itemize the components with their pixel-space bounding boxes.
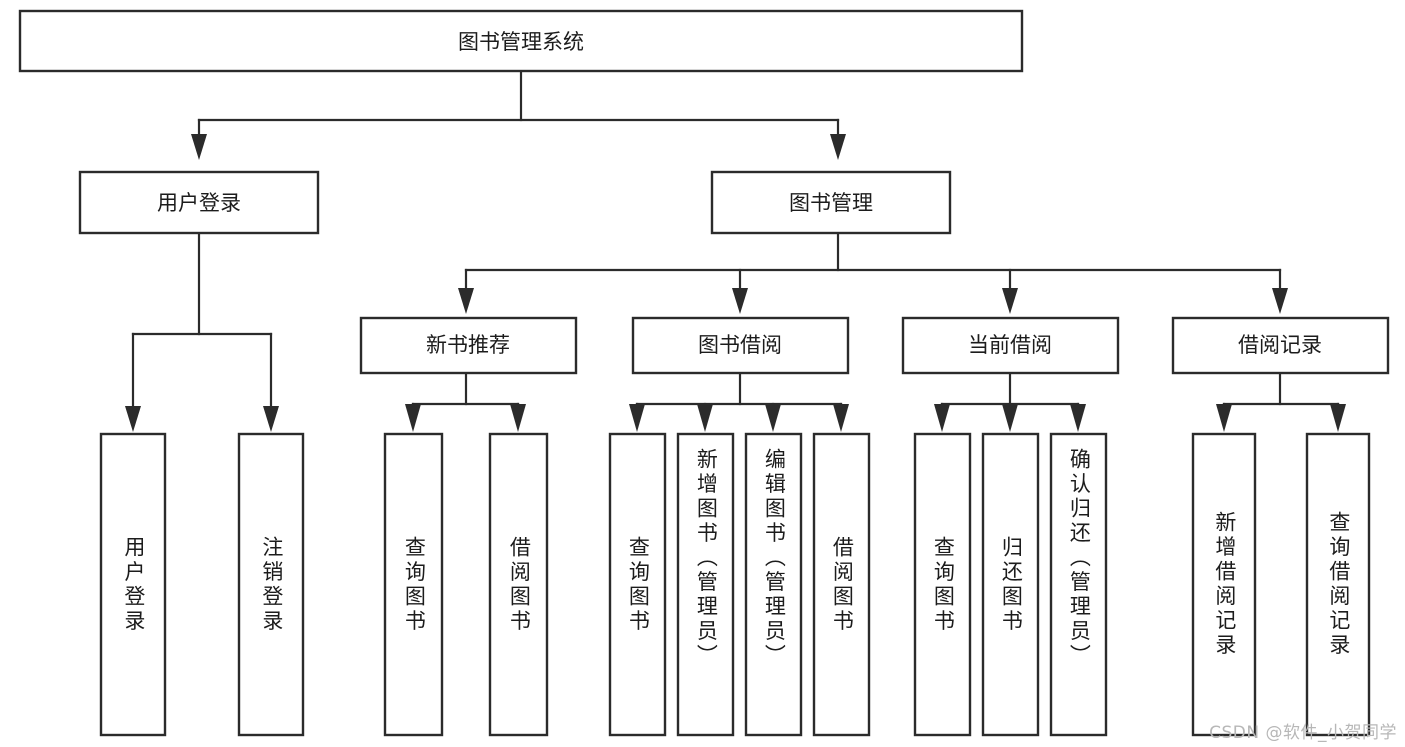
node-leaf-add-record-box[interactable] bbox=[1191, 432, 1257, 737]
leaf-boxes bbox=[99, 432, 1371, 737]
connector-group-book-manage bbox=[458, 231, 1288, 314]
node-book-borrow-box[interactable] bbox=[631, 316, 850, 375]
arrow-head-br-leaf-2 bbox=[1330, 404, 1346, 432]
node-leaf-confirm-return-box[interactable] bbox=[1049, 432, 1108, 737]
node-leaf-user-login-box[interactable] bbox=[99, 432, 167, 737]
node-book-borrow[interactable]: 图书借阅 bbox=[631, 316, 850, 375]
node-current-borrow-box[interactable] bbox=[901, 316, 1120, 375]
node-current-borrow[interactable]: 当前借阅 bbox=[901, 316, 1120, 375]
arrow-head-root-to-user-login bbox=[191, 134, 207, 160]
node-borrow-record[interactable]: 借阅记录 bbox=[1171, 316, 1390, 375]
arrow-head-br-leaf-1 bbox=[1216, 404, 1232, 432]
node-leaf-borrow-book-1-box[interactable] bbox=[488, 432, 549, 737]
node-leaf-query-record-box[interactable] bbox=[1305, 432, 1371, 737]
node-leaf-borrow-book-2-box[interactable] bbox=[812, 432, 871, 737]
arrow-head-to-borrow-record bbox=[1272, 288, 1288, 314]
arrow-head-user-login-leaf-1 bbox=[125, 406, 141, 432]
arrow-head-user-login-leaf-2 bbox=[263, 406, 279, 432]
node-current-borrow-label: 当前借阅 bbox=[968, 333, 1052, 357]
arrow-head-to-book-borrow bbox=[732, 288, 748, 314]
node-book-borrow-label: 图书借阅 bbox=[698, 333, 782, 357]
node-new-book-recommend[interactable]: 新书推荐 bbox=[359, 316, 578, 375]
arrow-head-cb-leaf-2 bbox=[1002, 404, 1018, 432]
node-book-manage-box[interactable] bbox=[710, 170, 952, 235]
node-root-box[interactable] bbox=[18, 9, 1024, 73]
node-borrow-record-label: 借阅记录 bbox=[1238, 333, 1322, 357]
arrow-head-cb-leaf-1 bbox=[934, 404, 950, 432]
node-leaf-query-book-2-box[interactable] bbox=[608, 432, 667, 737]
arrow-head-cb-leaf-3 bbox=[1070, 404, 1086, 432]
connector-group-current-borrow bbox=[934, 371, 1086, 432]
connector-group-root bbox=[191, 69, 846, 160]
arrow-head-bb-leaf-2 bbox=[697, 404, 713, 432]
connector-group-new-book-recommend bbox=[405, 371, 526, 432]
node-new-book-recommend-box[interactable] bbox=[359, 316, 578, 375]
arrow-head-bb-leaf-4 bbox=[833, 404, 849, 432]
arrow-head-bb-leaf-1 bbox=[629, 404, 645, 432]
node-borrow-record-box[interactable] bbox=[1171, 316, 1390, 375]
node-book-manage[interactable]: 图书管理 bbox=[710, 170, 952, 235]
node-leaf-query-book-1-box[interactable] bbox=[383, 432, 444, 737]
connector-group-borrow-record bbox=[1216, 371, 1346, 432]
node-root[interactable]: 图书管理系统 bbox=[18, 9, 1024, 73]
arrow-head-to-new-book-recommend bbox=[458, 288, 474, 314]
node-user-login[interactable]: 用户登录 bbox=[78, 170, 320, 235]
arrow-head-nbr-leaf-1 bbox=[405, 404, 421, 432]
arrow-head-bb-leaf-3 bbox=[765, 404, 781, 432]
node-leaf-user-logout-box[interactable] bbox=[237, 432, 305, 737]
connector-group-book-borrow bbox=[629, 371, 849, 432]
node-new-book-recommend-label: 新书推荐 bbox=[426, 333, 510, 357]
node-leaf-query-book-3-box[interactable] bbox=[913, 432, 972, 737]
connector-group-user-login bbox=[125, 231, 279, 432]
node-leaf-return-book-box[interactable] bbox=[981, 432, 1040, 737]
arrow-head-nbr-leaf-2 bbox=[510, 404, 526, 432]
node-user-login-label: 用户登录 bbox=[157, 191, 241, 215]
node-book-manage-label: 图书管理 bbox=[789, 191, 873, 215]
node-root-label: 图书管理系统 bbox=[458, 30, 584, 54]
watermark-text: CSDN @软件_小贺同学 bbox=[1209, 723, 1397, 743]
node-leaf-add-book-box[interactable] bbox=[676, 432, 735, 737]
arrow-head-root-to-book-manage bbox=[830, 134, 846, 160]
node-leaf-edit-book-box[interactable] bbox=[744, 432, 803, 737]
node-user-login-box[interactable] bbox=[78, 170, 320, 235]
arrow-head-to-current-borrow bbox=[1002, 288, 1018, 314]
